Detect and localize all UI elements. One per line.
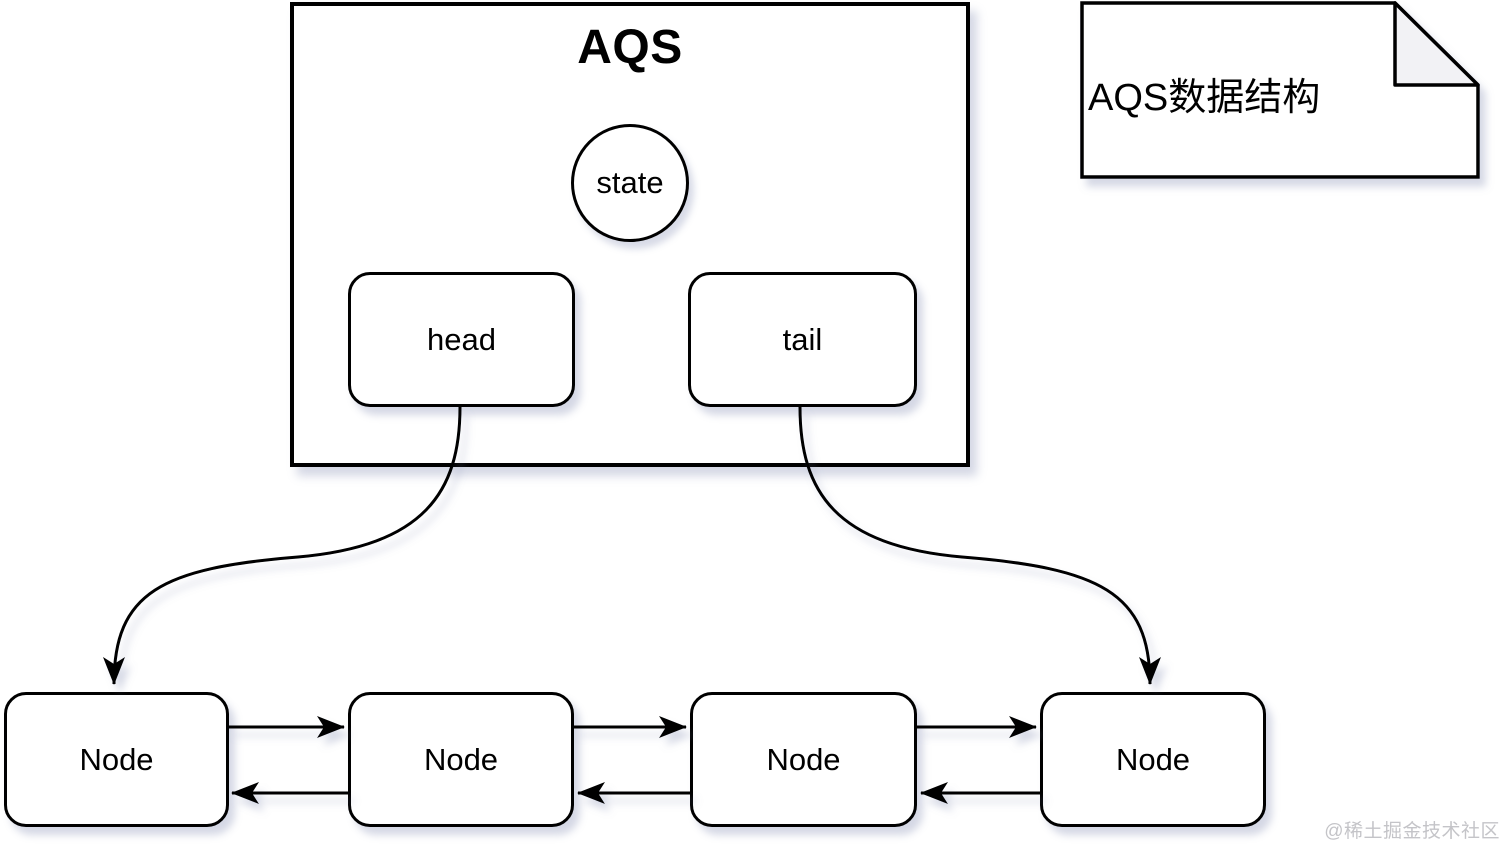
head-box: head — [348, 272, 575, 407]
node-label: Node — [1115, 741, 1191, 777]
aqs-title: AQS — [577, 21, 683, 74]
note-text: AQS数据结构 — [1088, 77, 1321, 119]
node-label: Node — [766, 741, 841, 777]
note-fold-corner — [1393, 1, 1480, 87]
state-circle: state — [571, 124, 689, 242]
tail-box: tail — [688, 272, 917, 407]
watermark-text: @稀土掘金技术社区 — [1324, 821, 1500, 842]
node-box-4: Node — [1040, 692, 1266, 827]
tail-label: tail — [782, 321, 823, 357]
node-box-2: Node — [348, 692, 574, 827]
node-label: Node — [79, 741, 154, 777]
node-label: Node — [423, 741, 499, 777]
node-box-1: Node — [4, 692, 229, 827]
head-label: head — [427, 321, 496, 357]
state-label: state — [596, 165, 664, 200]
node-box-3: Node — [690, 692, 917, 827]
